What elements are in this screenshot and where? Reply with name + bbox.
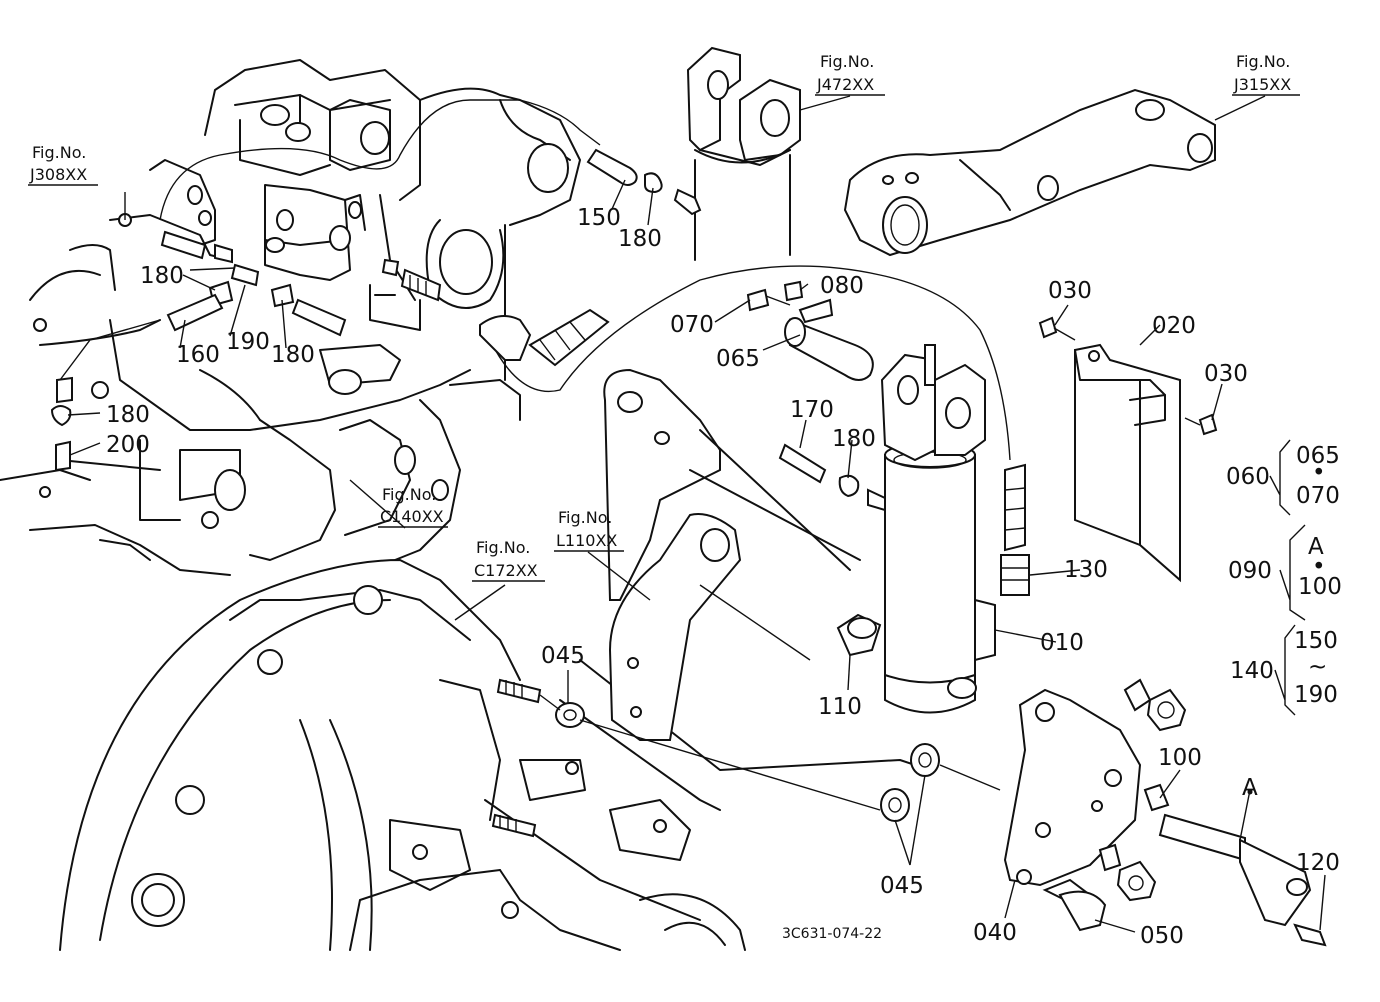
figure-ref-number: C172XX [474,561,538,580]
figure-ref-j315[interactable]: Fig.No. J315XX [1232,52,1300,96]
figure-ref-number: C140XX [380,507,444,526]
group-top: 065 [1296,443,1340,469]
group-bottom: 190 [1294,682,1338,708]
figure-ref-j472[interactable]: Fig.No. J472XX [815,52,885,96]
group-parent: 090 [1228,558,1272,584]
part-label-040[interactable]: 040 [973,920,1017,946]
group-090[interactable]: 090 A • 100 [1228,534,1342,600]
group-separator: • [1312,460,1326,486]
link-plates [603,368,861,741]
part-label-160[interactable]: 160 [176,342,220,368]
figure-ref-c140[interactable]: Fig.No. C140XX [378,485,448,528]
part-label-100[interactable]: 100 [1158,745,1202,771]
part-label-050[interactable]: 050 [1140,923,1184,949]
leader-lines [67,95,1326,933]
part-label-A[interactable]: A [1242,775,1258,801]
figure-ref-number: L110XX [556,531,617,550]
part-labels: 150 180 080 030 020 030 180 160 190 180 … [106,205,1340,949]
figure-ref-number: J308XX [29,165,87,184]
part-label-045[interactable]: 045 [541,643,585,669]
lift-arm [843,88,1216,257]
pressure-hose [1000,463,1030,596]
hydraulic-cylinder [880,344,996,714]
part-label-080[interactable]: 080 [820,273,864,299]
part-label-180[interactable]: 180 [832,426,876,452]
group-bottom: 100 [1298,574,1342,600]
bracket-040 [1003,678,1327,947]
part-label-150[interactable]: 150 [577,205,621,231]
figure-ref-label: Fig.No. [1236,52,1290,71]
lower-housing [59,559,931,951]
part-label-120[interactable]: 120 [1296,850,1340,876]
figure-ref-number: J472XX [816,75,874,94]
group-060[interactable]: 060 065 • 070 [1226,443,1340,509]
figure-ref-j308[interactable]: Fig.No. J308XX [28,143,98,186]
group-top: A [1308,534,1324,560]
line-art [0,46,1327,951]
small-hoses [50,148,886,512]
part-label-170[interactable]: 170 [790,397,834,423]
group-bottom: 070 [1296,483,1340,509]
part-label-030[interactable]: 030 [1048,278,1092,304]
group-parent: 060 [1226,464,1270,490]
bolts-030 [1038,316,1218,436]
collar-110 [836,613,882,657]
group-top: 150 [1294,628,1338,654]
part-label-030[interactable]: 030 [1204,361,1248,387]
lift-bracket [686,46,801,261]
part-label-180[interactable]: 180 [106,402,150,428]
part-label-180[interactable]: 180 [271,342,315,368]
figure-ref-label: Fig.No. [476,538,530,557]
part-label-010[interactable]: 010 [1040,630,1084,656]
figure-ref-label: Fig.No. [32,143,86,162]
figure-ref-label: Fig.No. [382,485,436,504]
drawing-code: 3C631-074-22 [782,926,882,942]
group-separator: • [1312,554,1326,580]
valve-housing [149,59,421,281]
part-label-070[interactable]: 070 [670,312,714,338]
reference-dot [1247,789,1253,795]
part-label-065[interactable]: 065 [716,346,760,372]
part-label-180[interactable]: 180 [140,263,184,289]
part-label-110[interactable]: 110 [818,694,862,720]
part-label-045[interactable]: 045 [880,873,924,899]
group-separator: ~ [1308,654,1327,680]
part-label-200[interactable]: 200 [106,432,150,458]
hose-routing [59,99,1011,461]
figure-ref-number: J315XX [1233,75,1291,94]
group-140[interactable]: 140 150 ~ 190 [1230,628,1338,708]
part-label-190[interactable]: 190 [226,329,270,355]
figure-ref-label: Fig.No. [558,508,612,527]
shield-plate [1074,343,1181,583]
part-label-020[interactable]: 020 [1152,313,1196,339]
group-brackets [1269,439,1306,716]
part-label-180[interactable]: 180 [618,226,662,252]
group-parent: 140 [1230,658,1274,684]
figure-ref-l110[interactable]: Fig.No. L110XX [554,508,624,552]
figure-ref-label: Fig.No. [820,52,874,71]
part-label-130[interactable]: 130 [1064,557,1108,583]
figure-ref-c172[interactable]: Fig.No. C172XX [472,538,545,582]
